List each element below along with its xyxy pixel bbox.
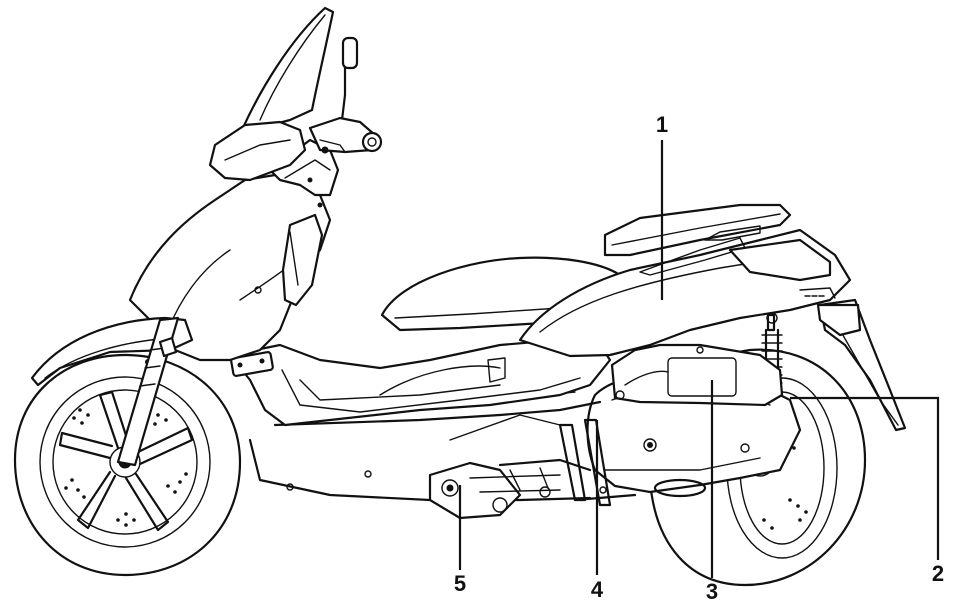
footpeg-linkage [498, 458, 592, 491]
rear-body-panel [518, 225, 852, 358]
front-wheel [13, 353, 242, 577]
leader-2 [790, 396, 940, 560]
front-brake-disc-holes [64, 408, 188, 527]
underbody [248, 391, 602, 520]
tail-section [816, 303, 862, 337]
callout-3: 3 [705, 579, 719, 604]
front-fork [116, 316, 180, 467]
air-filter-housing [610, 343, 784, 407]
handlebar-mirror [308, 36, 383, 154]
rear-fender [818, 298, 907, 432]
front-cowl [208, 120, 307, 182]
callout-leaders [458, 140, 940, 578]
callout-5: 5 [453, 571, 467, 596]
callout-4: 4 [590, 577, 604, 602]
floorboard-side-panel [228, 338, 612, 427]
windscreen [240, 6, 335, 132]
callout-1: 1 [655, 112, 669, 137]
front-wheel-spokes [58, 390, 194, 532]
callout-2: 2 [931, 561, 945, 586]
front-body [128, 138, 340, 362]
